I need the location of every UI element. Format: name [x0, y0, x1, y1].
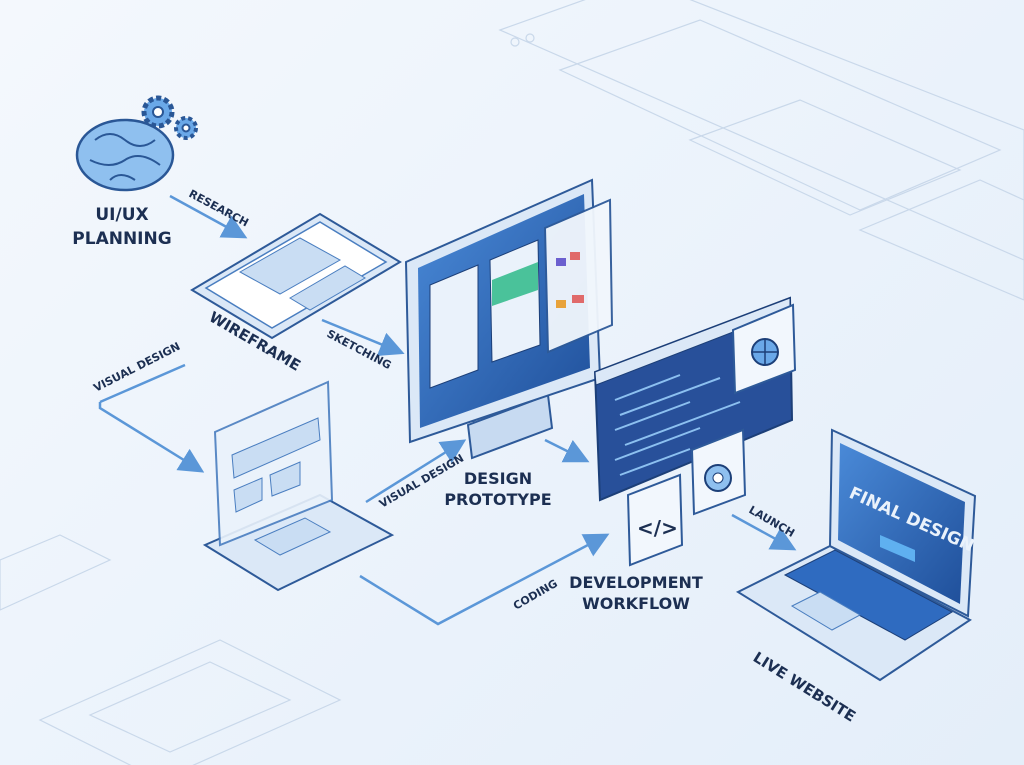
launch-label: LAUNCH: [747, 503, 797, 540]
monitor-icon: [404, 178, 614, 460]
prototype-label-2: PROTOTYPE: [444, 490, 551, 509]
code-symbol: </>: [637, 516, 678, 540]
visual-design-arrow-1: [98, 363, 200, 470]
prototype-to-dev-arrow: [544, 438, 590, 463]
browser-icon: [690, 428, 747, 516]
laptop-icon-left: [202, 380, 395, 592]
development-label-2: WORKFLOW: [582, 594, 690, 613]
planning-label-1: UI/UX: [95, 205, 148, 225]
code-icon: </>: [626, 473, 684, 567]
coding-arrow: [359, 533, 610, 626]
development-label-1: DEVELOPMENT: [569, 573, 703, 592]
gear-icon: [141, 95, 198, 140]
brain-icon: [75, 118, 175, 192]
planning-label-2: PLANNING: [72, 229, 171, 249]
visual-design-arrow-2: [365, 439, 467, 504]
live-website-label: LIVE WEBSITE: [750, 648, 859, 725]
laptop-icon-right: FINAL DESIGN: [735, 428, 977, 682]
globe-icon: [731, 303, 797, 395]
launch-arrow: [731, 513, 797, 551]
tablet-icon: [190, 212, 402, 340]
prototype-label-1: DESIGN: [464, 469, 532, 488]
research-arrow: [169, 194, 248, 239]
sketching-arrow: [321, 318, 405, 356]
